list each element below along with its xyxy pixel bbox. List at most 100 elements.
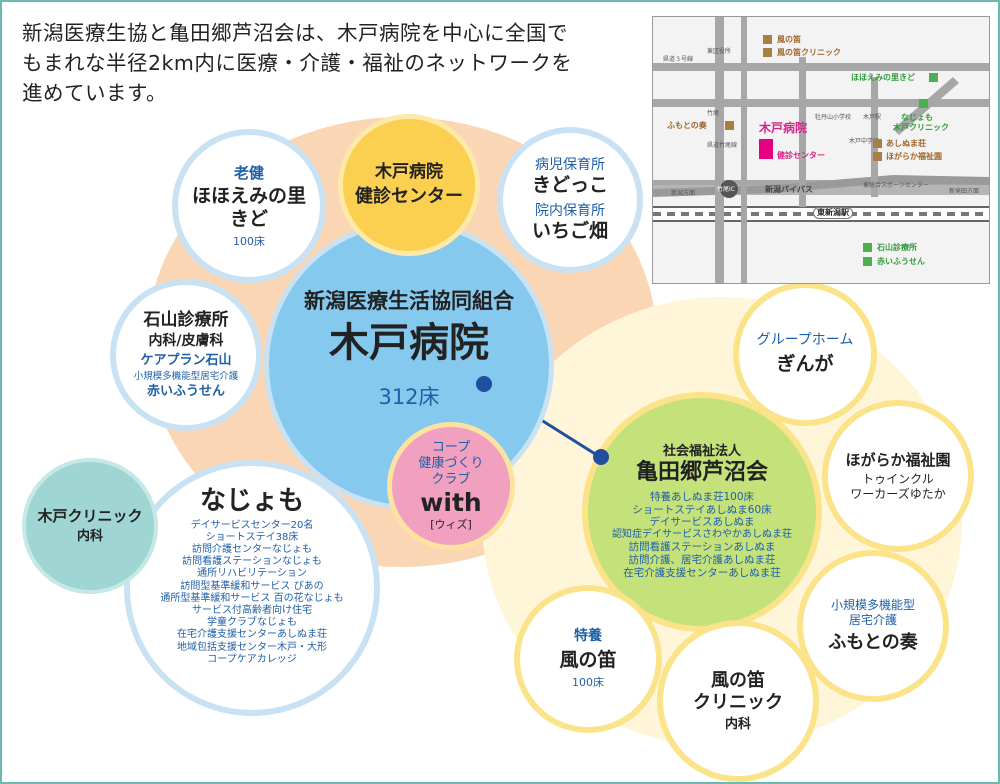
map-label-takeo: 竹尾 — [707, 110, 720, 117]
health-center-line-2: 健診センター — [355, 186, 463, 208]
ishiyama-dept: 内科/皮膚科 — [148, 332, 224, 349]
hogaraka-circle: ほがらか福祉園 トゥインクル ワーカーズゆたか — [822, 400, 974, 552]
with-club-line-2: 健康づくり — [418, 456, 484, 472]
map-label-kaze1: 風の笛 — [777, 35, 801, 44]
najomo-service-7: 通所型基準緩和サービス 百の花なじょも — [160, 592, 344, 604]
map-marker-ashinuma — [873, 139, 882, 148]
kido-hospital-name: 木戸病院 — [329, 319, 489, 366]
najomo-service-12: コープケアカレッジ — [207, 653, 297, 665]
ginga-category: グループホーム — [756, 331, 854, 348]
najomo-service-10: 在宅介護支援センターあしぬま荘 — [177, 629, 327, 641]
najomo-name: なじょも — [199, 486, 304, 516]
tokuyo-category: 特養 — [574, 628, 602, 645]
map-label-kido-chugakko: 木戸中学校 — [849, 138, 880, 145]
kameda-corp: 社会福祉法人 — [662, 444, 741, 460]
najomo-circle: なじょも デイサービスセンター20名 ショートステイ38床 訪問介護センターなじ… — [124, 460, 380, 716]
kameda-service-1: 特養あしぬま荘100床 — [649, 490, 755, 503]
health-center-line-1: 木戸病院 — [375, 161, 443, 182]
with-club-name: with — [420, 487, 482, 517]
map-marker-akai — [863, 257, 872, 266]
map-label-kenmichi3: 県道３号線 — [663, 56, 694, 63]
kameda-service-6: 訪問介護、居宅介護あしぬま荘 — [628, 554, 776, 567]
map-marker-ishiyama — [863, 243, 872, 252]
kaze-clinic-circle: 風の笛 クリニック 内科 — [657, 620, 819, 782]
intro-line-3: 進めています。 — [22, 81, 167, 105]
kido-hospital-beds: 312床 — [378, 385, 440, 410]
ginga-name: ぎんが — [776, 352, 834, 375]
map-label-ashinuma: あしぬま荘 — [886, 139, 926, 148]
with-club-line-1: コープ — [431, 440, 471, 456]
map-label-higashi-kuyakusho: 東区役所 — [707, 48, 732, 55]
hogaraka-sub-1: トゥインクル — [862, 472, 934, 487]
tokuyo-beds: 100床 — [572, 676, 604, 690]
fumoto-line-2: 居宅介護 — [848, 613, 897, 628]
kido-clinic-dept: 内科 — [76, 529, 103, 545]
map-label-kido-clinic: 木戸クリニック — [893, 123, 949, 132]
map-label-fumoto: ふもとの奏 — [667, 121, 707, 130]
map-marker-kido-hospital — [759, 139, 773, 159]
kameda-name: 亀田郷芦沼会 — [635, 460, 768, 486]
najomo-service-5: 通所リハビリテーション — [197, 568, 307, 580]
map-label-hogaraka: ほがらか福祉園 — [886, 152, 942, 161]
kameda-service-2: ショートステイあしぬま60床 — [632, 503, 772, 516]
rouken-name-2: きど — [229, 208, 268, 231]
map-label-akai: 赤いふうせん — [877, 257, 925, 266]
fumoto-line-1: 小規模多機能型 — [830, 598, 915, 613]
childcare-name-2: いちご畑 — [531, 220, 608, 243]
childcare-label-1: 病児保育所 — [535, 156, 605, 173]
map-marker-hohoemi — [929, 73, 938, 82]
ishiyama-service: 小規模多機能型居宅介護 — [133, 370, 239, 382]
najomo-service-11: 地域包括支援センター木戸・大形 — [177, 641, 327, 653]
childcare-name-1: きどっこ — [531, 173, 608, 196]
map-marker-kaze-clinic — [763, 48, 772, 57]
childcare-circle: 病児保育所 きどっこ 院内保育所 いちご畑 — [497, 127, 643, 273]
najomo-service-3: 訪問介護センターなじょも — [192, 544, 312, 556]
map-label-higashi-niigata: 東新潟駅 — [813, 207, 853, 219]
map-label-ishiyama: 石山診療所 — [877, 243, 917, 252]
najomo-service-1: デイサービスセンター20名 — [190, 519, 314, 531]
kido-clinic-circle: 木戸クリニック 内科 — [22, 458, 158, 594]
map-label-ic: 竹尾IC — [717, 186, 735, 193]
rouken-beds: 100床 — [233, 234, 265, 248]
map-label-niigata-homen: 新潟方面 — [671, 190, 696, 197]
fumoto-circle: 小規模多機能型 居宅介護 ふもとの奏 — [797, 550, 949, 702]
with-club-reading: [ウィズ] — [430, 518, 472, 532]
najomo-service-8: サービス付高齢者向け住宅 — [192, 605, 312, 617]
kido-clinic-name: 木戸クリニック — [37, 506, 143, 525]
kameda-service-4: 認知症デイサービスさわやかあしぬま荘 — [612, 529, 792, 541]
with-club-line-3: クラブ — [431, 471, 471, 487]
health-center-circle: 木戸病院 健診センター — [338, 114, 480, 256]
childcare-label-2: 院内保育所 — [535, 203, 605, 219]
fumoto-name: ふもとの奏 — [828, 631, 918, 653]
map-marker-hogaraka — [873, 152, 882, 161]
kaze-clinic-dept: 内科 — [724, 716, 751, 732]
najomo-service-4: 訪問看護ステーションなじょも — [182, 556, 322, 568]
rouken-circle: 老健 ほほえみの里 きど 100床 — [172, 129, 326, 283]
tokuyo-name: 風の笛 — [559, 649, 617, 672]
kameda-service-5: 訪問看護ステーションあしぬま — [628, 541, 776, 554]
rouken-category: 老健 — [233, 163, 264, 182]
najomo-service-6: 訪問型基準緩和サービス ぴあの — [180, 580, 324, 592]
kaze-clinic-line-2: クリニック — [693, 691, 783, 713]
map-roads — [653, 17, 989, 283]
map-label-school: 牡丹山小学校 — [815, 114, 852, 121]
kaze-clinic-line-1: 風の笛 — [711, 669, 765, 691]
map-label-shinshibata: 新発田方面 — [949, 188, 980, 195]
ishiyama-circle: 石山診療所 内科/皮膚科 ケアプラン石山 小規模多機能型居宅介護 赤いふうせん — [110, 279, 262, 431]
medical-coop-name: 新潟医療生活協同組合 — [304, 288, 514, 313]
map-label-kido-hospital: 木戸病院 — [759, 121, 808, 135]
map-label-bypass: 新潟バイパス — [765, 185, 813, 194]
intro-line-1: 新潟医療生協と亀田郷芦沼会は、木戸病院を中心に全国で — [22, 21, 568, 45]
map-marker-fumoto — [725, 121, 734, 130]
map-label-kenshin: 健診センター — [777, 151, 825, 160]
map-label-kenmichi-v: 県道竹尾線 — [707, 142, 738, 149]
hogaraka-name: ほがらか福祉園 — [845, 450, 951, 469]
map-marker-kaze — [763, 35, 772, 44]
intro-text: 新潟医療生協と亀田郷芦沼会は、木戸病院を中心に全国で もまれな半径2km内に医療… — [22, 18, 642, 108]
map-marker-najomo — [919, 99, 928, 108]
najomo-service-9: 学童クラブなじょも — [207, 617, 297, 629]
map-label-kaze2: 風の笛クリニック — [777, 48, 841, 57]
ishiyama-careplan: ケアプラン石山 — [140, 352, 232, 368]
map-label-sports: 東総合スポーツセンター — [863, 182, 929, 189]
